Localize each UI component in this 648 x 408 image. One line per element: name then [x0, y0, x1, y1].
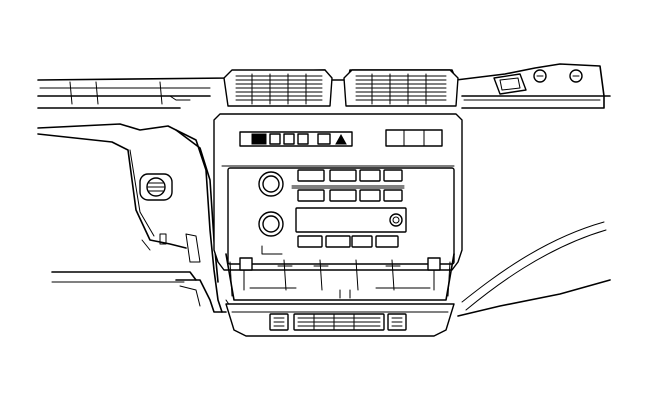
- preset-button: [359, 169, 381, 182]
- right-center-air-vent: [343, 69, 459, 107]
- top-switch-row: [239, 129, 443, 147]
- preset-button: [383, 169, 403, 182]
- left-center-air-vent: [223, 69, 333, 107]
- switch-strip-right: [385, 129, 443, 147]
- cd-slot: [291, 185, 405, 189]
- hazard-triangle-icon: [335, 133, 347, 145]
- lower-dash-outline: [51, 271, 227, 313]
- display-knob: [389, 213, 403, 227]
- right-dash-curve: [457, 221, 611, 317]
- radio-face: [227, 167, 455, 265]
- left-trim-panel: [37, 123, 223, 313]
- radio-display: [295, 207, 407, 233]
- preset-button: [297, 169, 325, 182]
- preset-button: [329, 169, 357, 182]
- right-dash-switch: [493, 69, 583, 95]
- radio-mounting-bracket: [225, 253, 455, 313]
- switch-hazard: [251, 133, 267, 145]
- left-side-round-vent: [139, 173, 173, 201]
- climate-control-panel: [225, 303, 455, 337]
